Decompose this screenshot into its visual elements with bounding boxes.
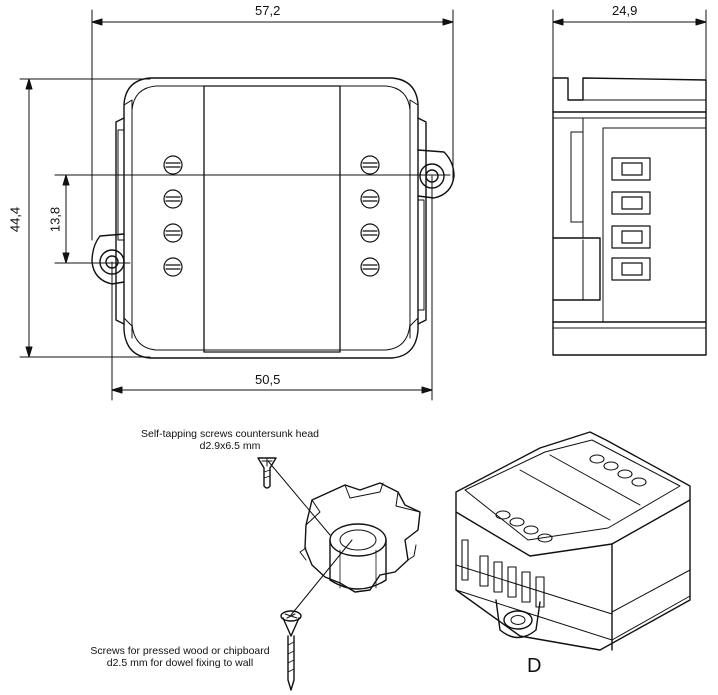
dimension-depth [553, 10, 706, 80]
side-view [553, 10, 706, 355]
front-label-area [204, 86, 340, 352]
dowel-bracket [300, 483, 420, 592]
isometric-device [456, 432, 690, 650]
iso-terminals-top-right [590, 455, 646, 486]
mounting-hole-right [418, 150, 454, 198]
note-screws-head: Self-tapping screws countersunk head d2.… [110, 428, 350, 452]
dim-depth: 24,9 [612, 3, 638, 18]
note-screws-head-line1: Self-tapping screws countersunk head [140, 428, 320, 440]
view-letter: D [527, 655, 542, 677]
iso-mounting-lug [496, 600, 540, 638]
dim-hole-offset: 13,8 [47, 206, 63, 233]
dimension-height [20, 79, 150, 357]
screw-short [258, 458, 276, 488]
side-body-outline [553, 78, 706, 355]
note-screws-wall-line2: d2.5 mm for dowel fixing to wall [106, 657, 254, 669]
iso-terminals-top-left [496, 511, 552, 542]
dim-overall-width: 57,2 [255, 3, 281, 18]
front-view [20, 10, 454, 400]
dim-hole-spacing: 50,5 [255, 372, 281, 387]
note-screws-wall-line1: Screws for pressed wood or chipboard [90, 645, 270, 657]
dimension-hole-spacing [112, 176, 432, 400]
terminals-left [164, 156, 182, 276]
front-body-outline [124, 78, 418, 358]
dimension-overall-width [92, 10, 453, 240]
screw-long [281, 611, 301, 690]
terminals-right [361, 156, 379, 276]
dimension-hole-offset [55, 175, 450, 263]
note-screws-head-line2: d2.9x6.5 mm [199, 440, 261, 452]
mounting-hole-left [92, 234, 124, 284]
iso-slots [462, 540, 544, 607]
side-terminals [612, 158, 650, 280]
dim-height: 44,4 [7, 206, 23, 233]
note-screws-wall: Screws for pressed wood or chipboard d2.… [60, 645, 300, 669]
